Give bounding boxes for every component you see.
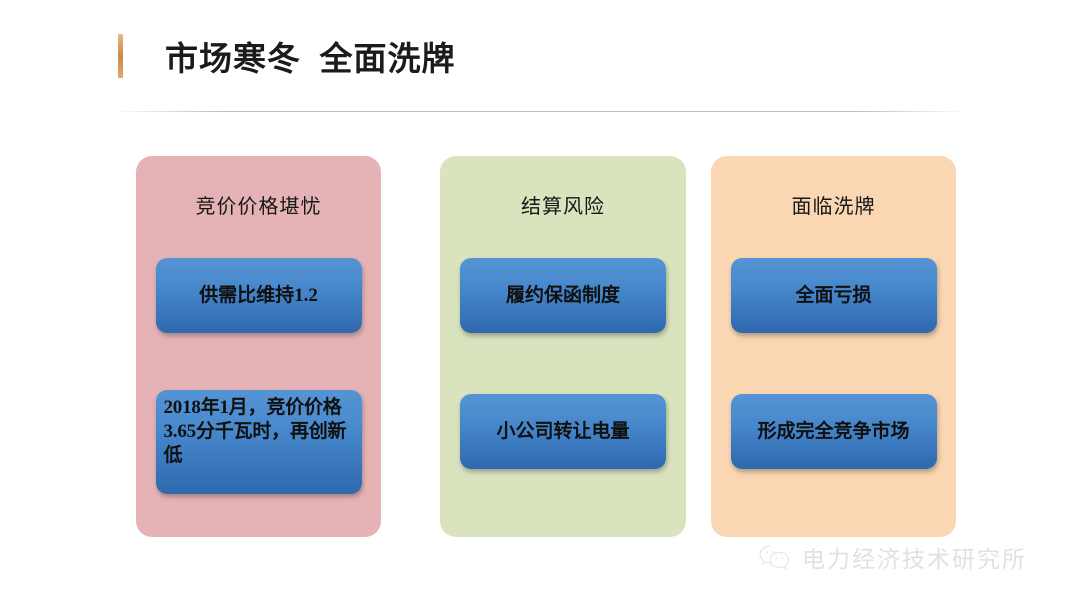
panel-col-3: 面临洗牌 全面亏损 形成完全竞争市场 [711, 156, 956, 537]
page-title: 市场寒冬 全面洗牌 [118, 28, 456, 84]
bluebox-col-2-item-2[interactable]: 小公司转让电量 [460, 394, 666, 469]
watermark-text: 电力经济技术研究所 [802, 547, 1027, 572]
title-text: 市场寒冬 全面洗牌 [165, 42, 456, 78]
panel-header-col-1: 竞价价格堪忧 [195, 196, 322, 218]
title-divider [120, 111, 960, 112]
bluebox-col-3-item-1[interactable]: 全面亏损 [730, 258, 937, 333]
title-accent-bar [118, 34, 123, 78]
wechat-icon [758, 543, 792, 571]
bluebox-col-1-item-2[interactable]: 2018年1月，竞价价格3.65分千瓦时，再创新低 [155, 390, 362, 494]
panel-header-col-3: 面临洗牌 [791, 196, 876, 218]
bluebox-col-3-item-2[interactable]: 形成完全竞争市场 [730, 394, 937, 469]
panel-header-col-2: 结算风险 [521, 196, 605, 218]
panel-col-2: 结算风险 履约保函制度 小公司转让电量 [440, 156, 686, 537]
watermark: 电力经济技术研究所 [758, 540, 1027, 574]
panel-col-1: 竞价价格堪忧 供需比维持1.2 2018年1月，竞价价格3.65分千瓦时，再创新… [136, 156, 381, 537]
bluebox-col-1-item-1[interactable]: 供需比维持1.2 [155, 258, 362, 333]
bluebox-col-2-item-1[interactable]: 履约保函制度 [460, 258, 666, 333]
